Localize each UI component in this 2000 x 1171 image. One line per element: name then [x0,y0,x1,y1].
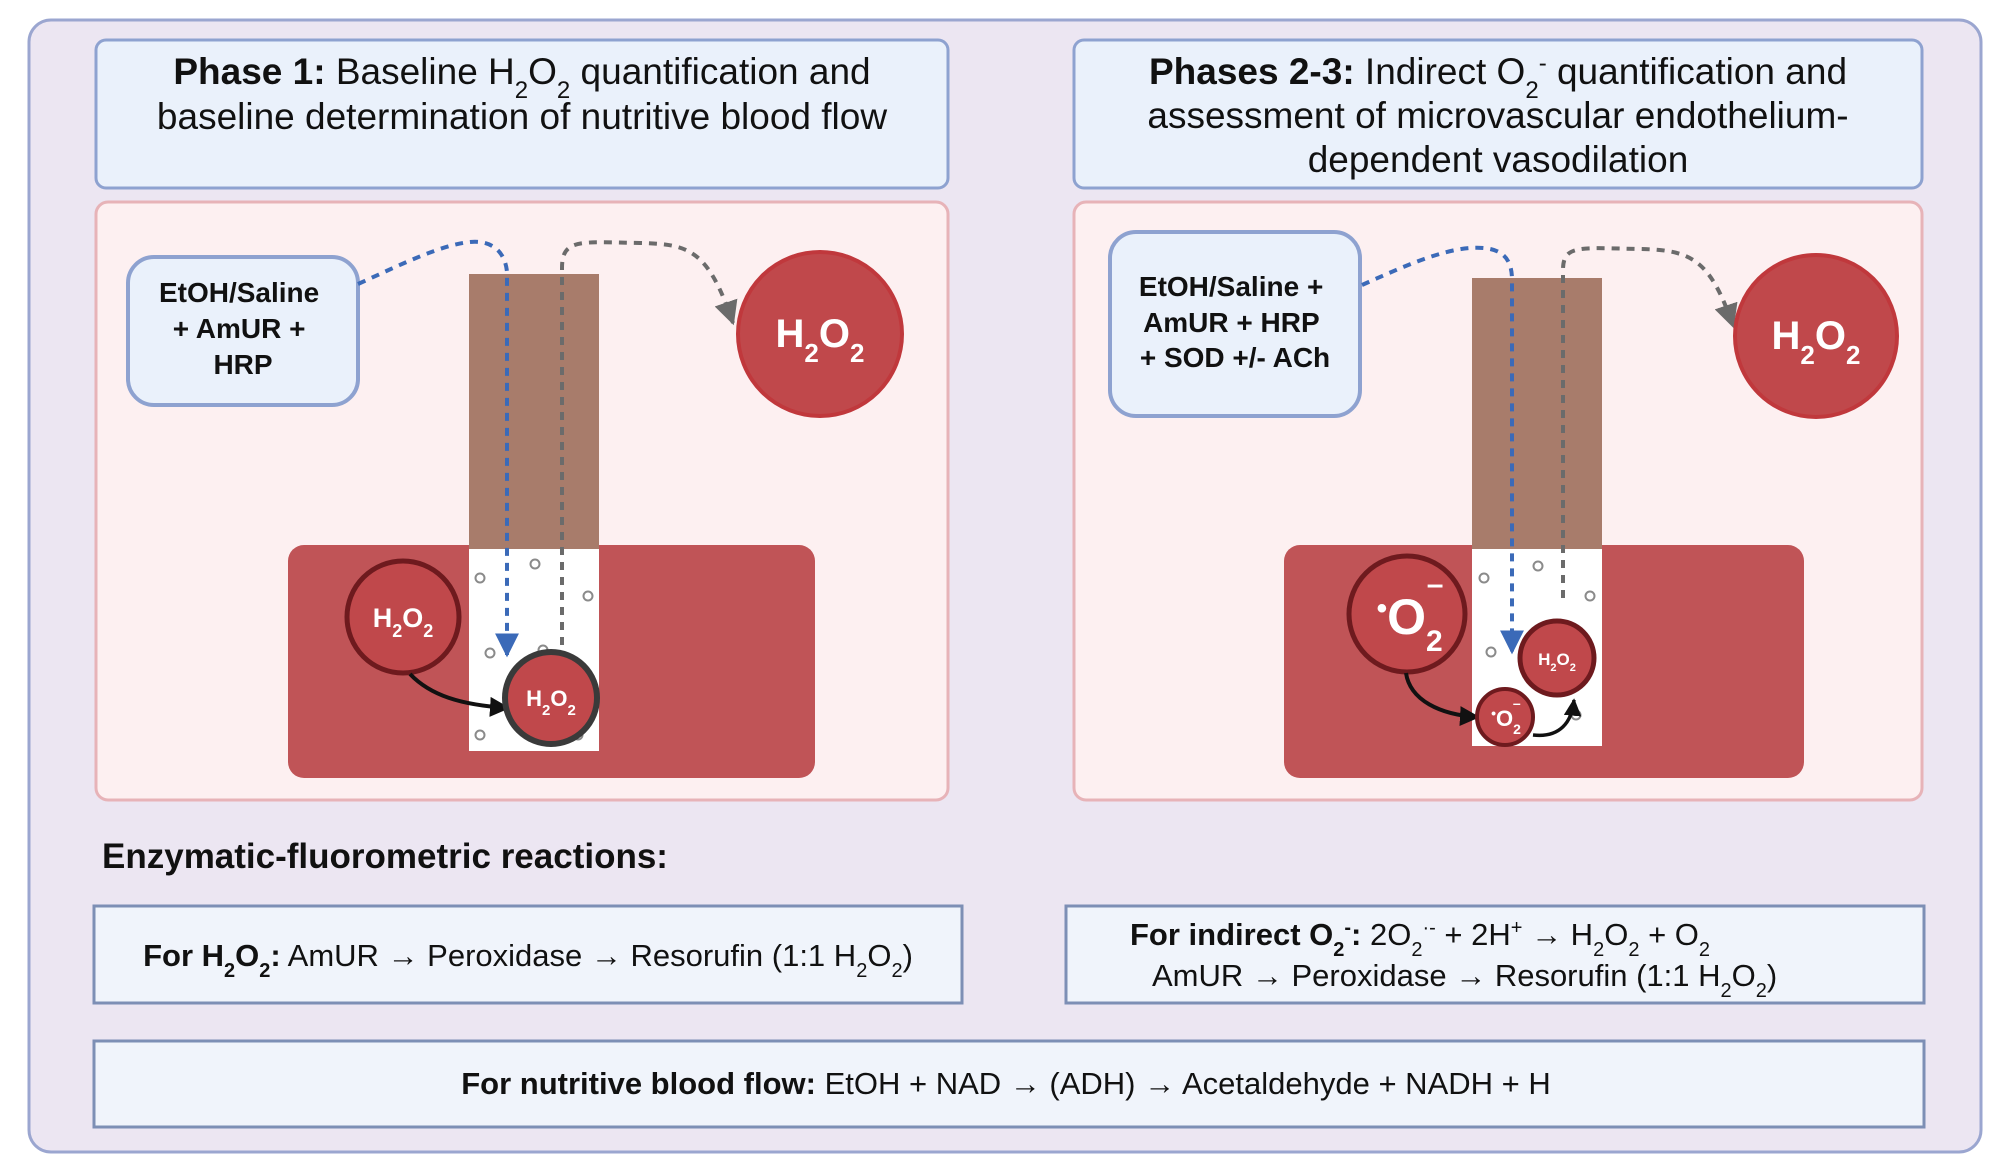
phase23-superoxide-probe-molecule [1475,687,1535,747]
phase23-reagent-box [1108,230,1362,418]
superoxide-reaction-box [1064,904,1926,1005]
phase1-title-line1: Phase 1: Baseline H2O2 quantification an… [173,51,870,104]
blood-flow-reaction-text: For nutritive blood flow: EtOH + NAD → (… [461,1066,1551,1101]
phase23-inflow-arrow [1361,245,1524,655]
phase23-reagent-text: EtOH/Saline + AmUR + HRP + SOD +/- ACh [1139,271,1331,373]
phase23-h2o2-outflow-label: H2O2 [1772,314,1861,370]
phase1-title-line2: baseline determination of nutritive bloo… [157,96,887,137]
phase23-superoxide-probe-label: •O2– [1491,695,1521,737]
phase1-probe-shaft [469,274,599,549]
phase23-outflow-arrow [1561,246,1738,598]
phase1-reagent-text: EtOH/Saline + AmUR + HRP [159,277,327,380]
phase23-superoxide-tissue-molecule [1346,553,1468,675]
h2o2-reaction-text: For H2O2: AmUR → Peroxidase → Resorufin … [143,938,913,982]
superoxide-reaction-line2: AmUR → Peroxidase → Resorufin (1:1 H2O2) [1152,958,1777,1002]
phase1-h2o2-outflow-molecule [736,250,904,418]
phase1-h2o2-tissue-molecule [344,558,462,676]
phase1-inflow-arrow [357,239,519,658]
phase23-title-line2: assessment of microvascular endothelium- [1147,95,1848,136]
phase23-h2o2-probe-label: H2O2 [1538,650,1576,674]
phase23-probe-shaft [1472,278,1602,549]
phase1-h2o2-probe-label: H2O2 [526,686,576,719]
h2o2-reaction-box [92,904,964,1005]
phase1-reagent-box [126,255,360,407]
phase23-diffusion-arrow [1404,672,1480,727]
phase23-title-line3: dependent vasodilation [1308,139,1689,180]
phase1-outflow-arrow [560,240,738,645]
phase23-h2o2-probe-molecule [1517,618,1597,698]
phase23-superoxide-tissue-label: •O2– [1377,568,1444,658]
blood-flow-reaction-box [92,1039,1926,1129]
superoxide-reaction-line1: For indirect O2-: 2O2·- + 2H+ → H2O2 + O… [1130,917,1710,961]
phase23-title-line1: Phases 2-3: Indirect O2- quantification … [1149,50,1847,104]
phase23-h2o2-outflow-molecule [1733,253,1899,419]
phase1-h2o2-tissue-label: H2O2 [373,603,434,641]
phase1-header-box [94,38,950,190]
phase23-conversion-arrow [1532,698,1582,738]
reactions-heading: Enzymatic-fluorometric reactions: [102,837,668,876]
phase23-header-box [1072,38,1924,190]
phase1-h2o2-probe-molecule [502,649,600,747]
phase1-diffusion-arrow [408,672,510,717]
phase1-h2o2-outflow-label: H2O2 [776,312,865,368]
